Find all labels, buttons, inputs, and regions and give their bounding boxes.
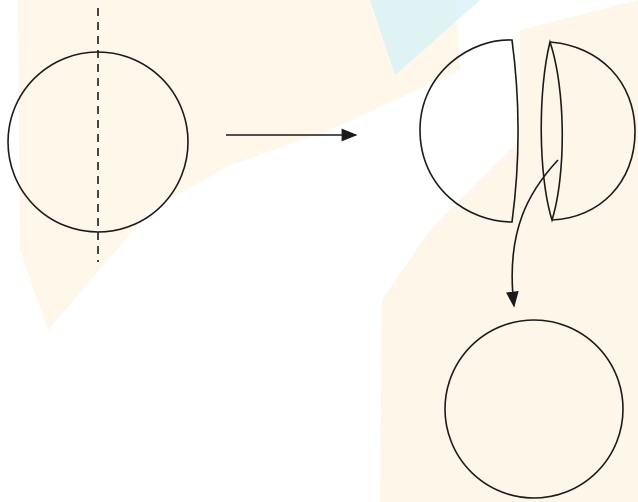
- background-tint-top-blue: [370, 0, 480, 75]
- right-cap-piece: [549, 41, 636, 221]
- cross-section-slice: [540, 39, 564, 223]
- cross-section-arrow: [505, 159, 559, 308]
- background-tint-left: [18, 0, 460, 330]
- cross-section-circle: [444, 319, 624, 499]
- left-cap-piece: [419, 39, 519, 223]
- background-tint-right: [380, 0, 638, 502]
